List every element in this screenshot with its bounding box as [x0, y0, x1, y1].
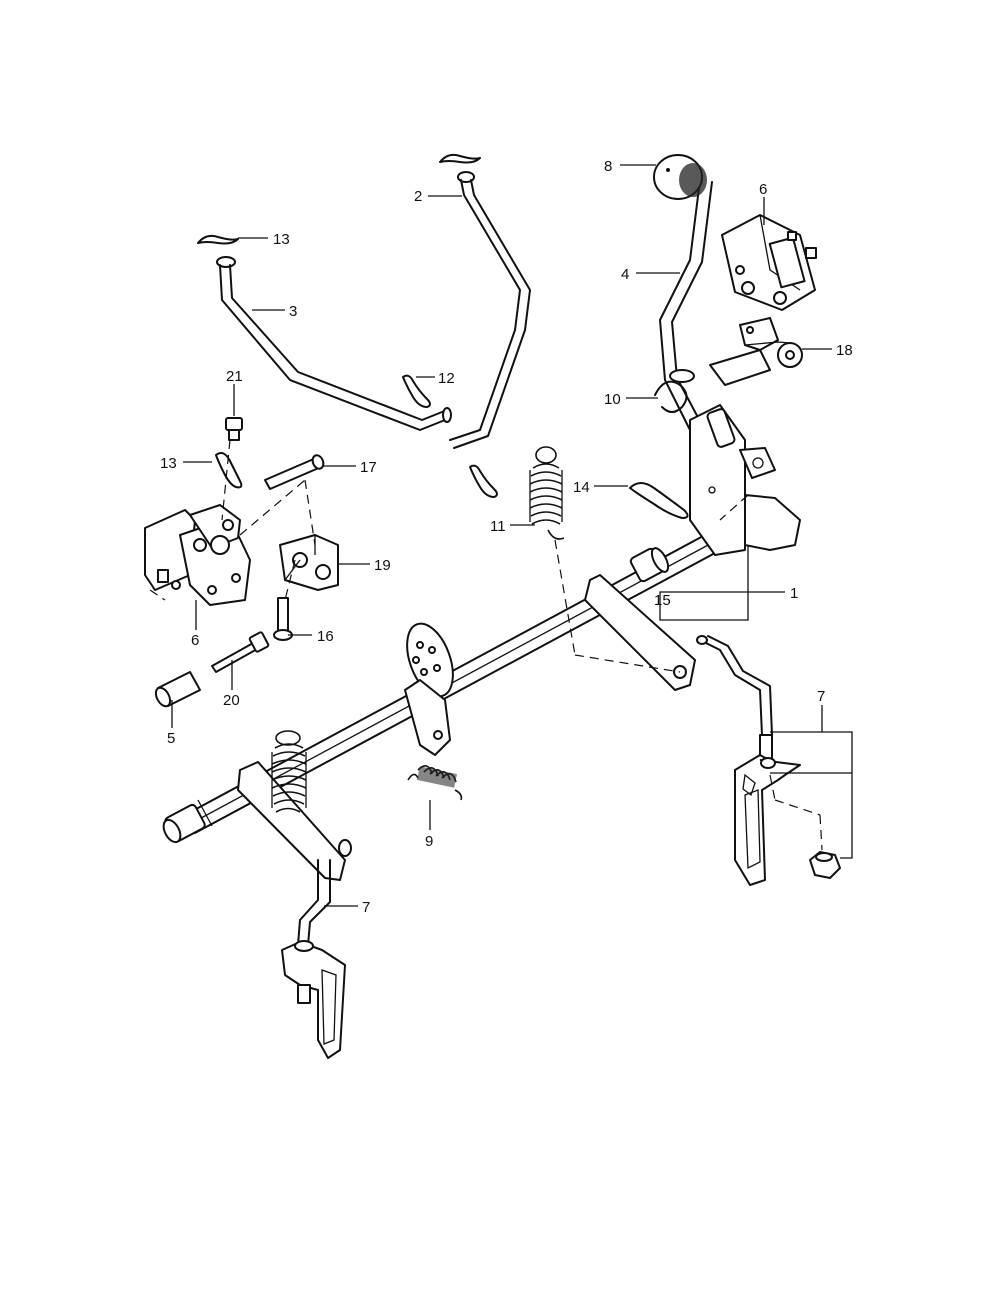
hairpin-clip-14: [629, 482, 689, 519]
callout-13-left: 13: [160, 455, 177, 472]
screw-21: [225, 417, 243, 441]
callout-7-left: 7: [362, 899, 370, 916]
bracket-6-left: [144, 504, 251, 606]
callout-1: 1: [790, 585, 798, 602]
block-19: [279, 534, 339, 591]
lever-bracket: [689, 404, 801, 556]
hairpin-clip-10: [654, 369, 695, 413]
hairpin-clip-13-left: [215, 452, 243, 489]
callout-7-right: 7: [817, 688, 825, 705]
callout-9: 9: [425, 833, 433, 850]
left-shaft-spring: [271, 730, 307, 813]
bracket-6-upper: [721, 214, 817, 311]
callout-20: 20: [223, 692, 240, 709]
callout-12: 12: [438, 370, 455, 387]
shaft-end-collar: [162, 799, 213, 844]
knob-8: [653, 154, 707, 200]
hairpin-clip-12: [402, 374, 431, 408]
callout-3: 3: [289, 303, 297, 320]
callout-17: 17: [360, 459, 377, 476]
pin-16: [273, 597, 293, 641]
center-disc-plate: [404, 622, 454, 756]
callout-21: 21: [226, 368, 243, 385]
pin-17: [264, 454, 325, 490]
callout-15: 15: [654, 592, 671, 609]
callout-2: 2: [414, 188, 422, 205]
hairpin-clip-13-top: [197, 234, 239, 245]
rod-3: [216, 256, 452, 431]
callout-19: 19: [374, 557, 391, 574]
assembly-guide-lines: [149, 439, 823, 851]
hairpin-clip-rod2-end: [469, 464, 498, 498]
callout-16: 16: [317, 628, 334, 645]
bolt-20: [211, 631, 270, 673]
callout-6-upper: 6: [759, 181, 767, 198]
hairpin-clip-rod2-top: [439, 153, 481, 164]
bushing-15: [629, 547, 670, 583]
callout-10: 10: [604, 391, 621, 408]
spring-9: [407, 765, 463, 801]
callout-5: 5: [167, 730, 175, 747]
leader-lines: [171, 164, 853, 907]
pedal-assembly-7-left: [281, 859, 346, 1059]
callout-6-left: 6: [191, 632, 199, 649]
callout-14: 14: [573, 479, 590, 496]
callout-11: 11: [490, 518, 506, 535]
left-lever-plate: [237, 761, 352, 881]
callout-18: 18: [836, 342, 853, 359]
bracket-18: [709, 317, 803, 386]
callout-labels: 1 2 3 4 5 6 6 7 7 8 9 10 11 12 13 13 14 …: [160, 158, 853, 916]
spacer-5: [154, 671, 201, 708]
pedal-assembly-7-right: [696, 635, 841, 886]
callout-8: 8: [604, 158, 612, 175]
callout-13-top: 13: [273, 231, 290, 248]
rod-2: [449, 171, 531, 449]
spring-11: [529, 446, 565, 540]
callout-4: 4: [621, 266, 629, 283]
